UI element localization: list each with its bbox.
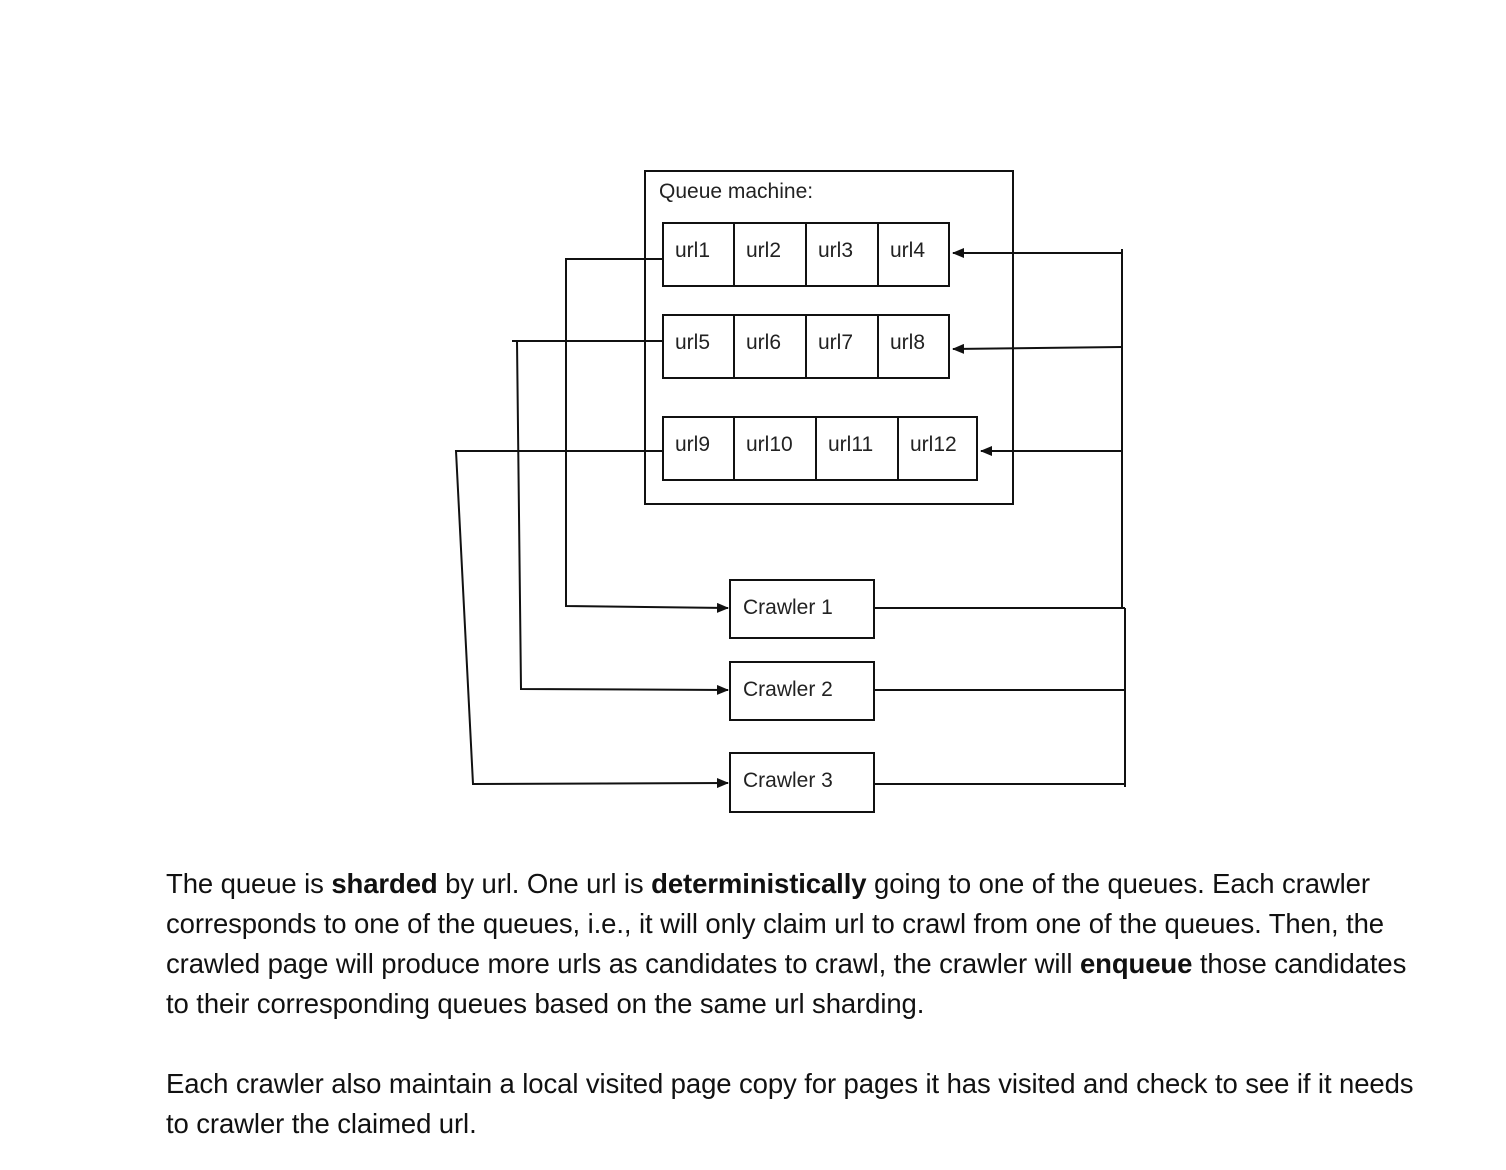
crawler-architecture-diagram: Queue machine: url1 url2 url3 url4 url5 … [454, 170, 1126, 813]
enqueue-arrow-2 [952, 343, 1123, 354]
crawler-label: Crawler 1 [743, 596, 833, 619]
url-label: url3 [818, 239, 853, 262]
url-label: url11 [828, 433, 873, 456]
url-label: url10 [746, 433, 793, 456]
bold-term-deterministically: deterministically [651, 868, 867, 899]
queue-3: url9 url10 url11 url12 [662, 416, 978, 481]
queue-cell [897, 416, 978, 481]
text-run: The queue is [166, 868, 332, 899]
url-label: url9 [675, 433, 710, 456]
description-paragraph-1: The queue is sharded by url. One url is … [166, 864, 1416, 1024]
queue-machine-box [644, 170, 1014, 505]
crawler-3: Crawler 3 [729, 752, 875, 813]
text-run: by url. One url is [437, 868, 652, 899]
url-label: url6 [746, 331, 781, 354]
text-run: those candidates to their corresponding … [166, 948, 1407, 1019]
queue-cell [877, 314, 950, 379]
url-label: url2 [746, 239, 781, 262]
queue-machine-label: Queue machine: [659, 180, 813, 203]
url-label: url4 [890, 239, 925, 262]
bold-term-sharded: sharded [331, 868, 438, 899]
crawler-1: Crawler 1 [729, 579, 875, 639]
dequeue-connector-3 [454, 450, 729, 789]
dequeue-connector-1 [565, 258, 729, 613]
queue-cell [877, 222, 950, 287]
url-label: url7 [818, 331, 853, 354]
url-label: url12 [910, 433, 957, 456]
text-run: going to one of the queues. Each crawler… [166, 868, 1384, 979]
dequeue-connector-2b [516, 340, 729, 695]
crawler-label: Crawler 2 [743, 678, 833, 701]
url-label: url5 [675, 331, 710, 354]
queue-1: url1 url2 url3 url4 [662, 222, 950, 287]
crawler-2: Crawler 2 [729, 661, 875, 721]
url-label: url8 [890, 331, 925, 354]
crawler-label: Crawler 3 [743, 769, 833, 792]
bold-term-enqueue: enqueue [1079, 948, 1193, 979]
crawler-box [729, 752, 875, 813]
url-label: url1 [675, 239, 710, 262]
description-paragraph-2: Each crawler also maintain a local visit… [166, 1068, 1414, 1139]
queue-2: url5 url6 url7 url8 [662, 314, 950, 379]
